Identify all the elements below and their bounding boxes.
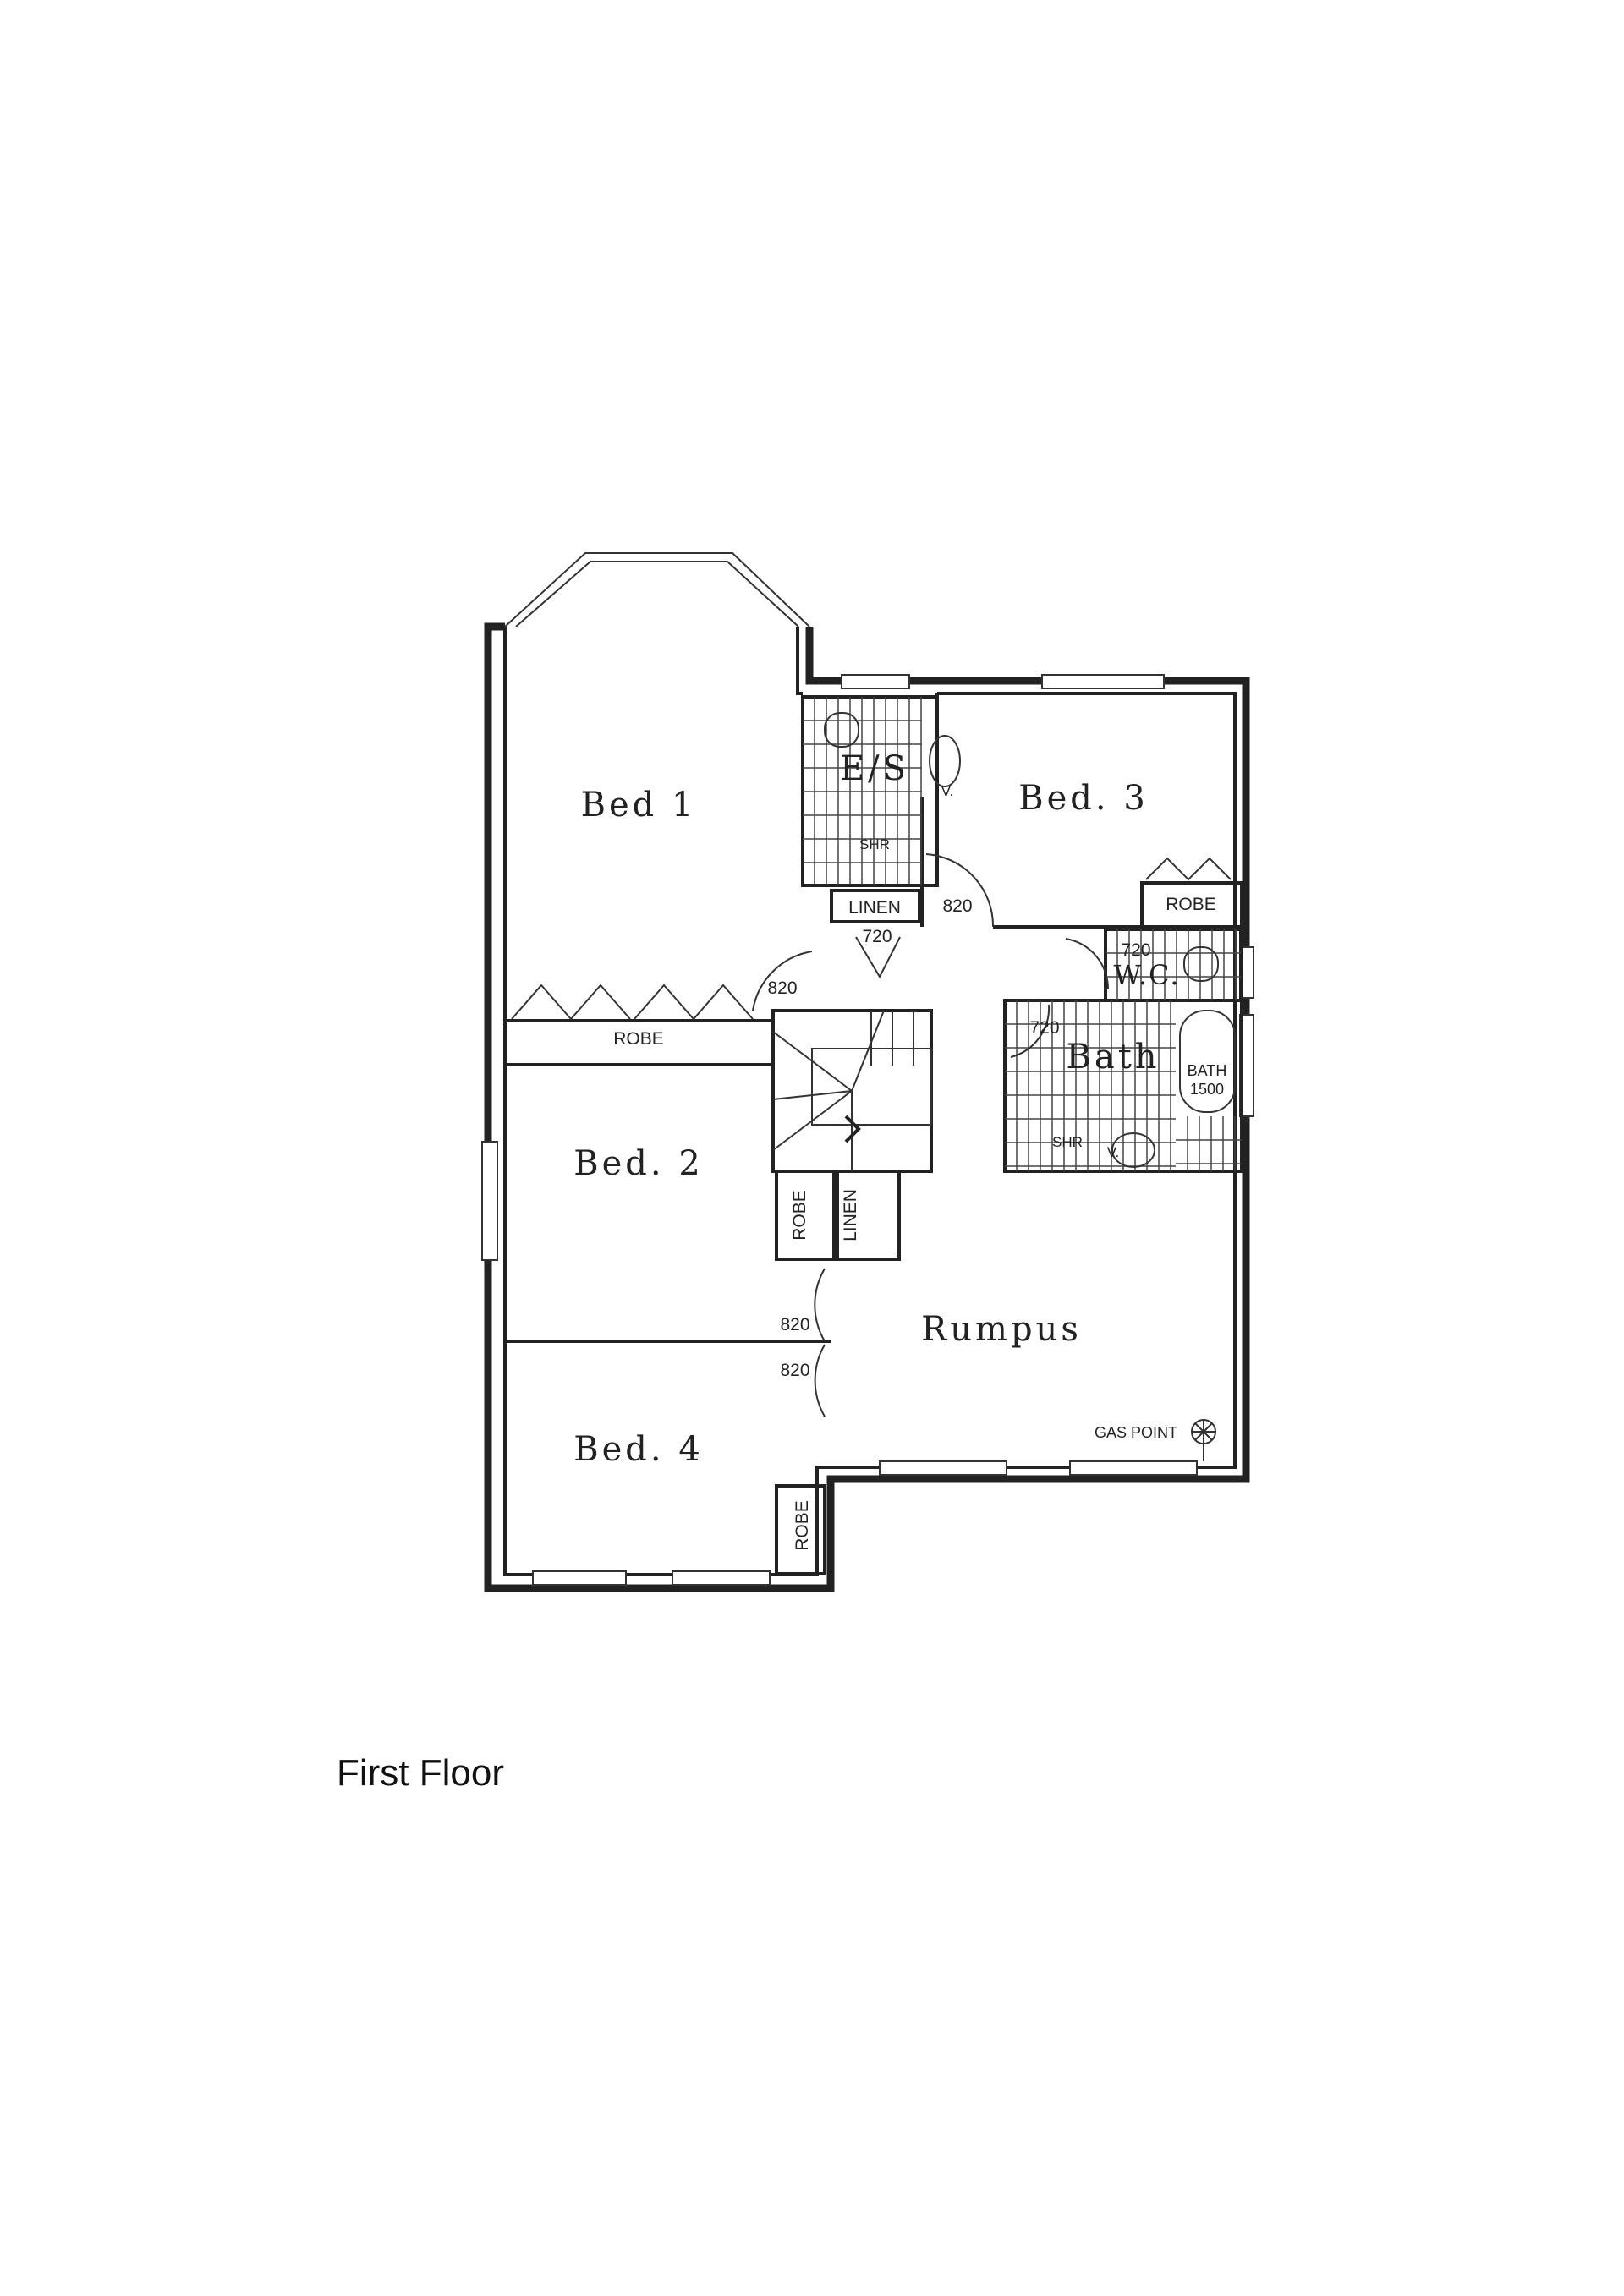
shower-label-bath: SHR [1052,1134,1083,1150]
vanity-label-ensuite: V. [941,783,954,799]
exterior-walls [484,622,1250,1592]
robe-label-bed4: ROBE [793,1500,812,1551]
bathtub-label: BATH [1188,1062,1227,1079]
floor-caption: First Floor [337,1752,504,1794]
linen-label-lower: LINEN [841,1189,860,1241]
tiled-floors [803,697,1242,1171]
ensuite-toilet-icon [824,712,859,748]
door-width-bed4: 820 [780,1361,809,1380]
stair-direction-arrow-icon [844,1115,861,1143]
ensuite-basin-icon [929,735,961,787]
door-width-linen: 720 [862,927,892,946]
bath-basin-icon [1111,1132,1155,1168]
gas-point-icon [1191,1419,1216,1461]
robe-label-bed2: ROBE [790,1190,809,1241]
vanity-label-bath: V. [1107,1144,1120,1160]
room-label-wc: W.C. [1114,959,1181,991]
room-label-bed3: Bed. 3 [1018,779,1149,818]
staircase [772,1010,932,1171]
wc-toilet-icon [1183,946,1219,982]
room-label-bed4: Bed. 4 [573,1430,704,1469]
door-width-wc: 720 [1121,940,1150,960]
linen-label-upper: LINEN [848,898,901,918]
door-width-bath: 720 [1029,1018,1059,1038]
robe-label-bed3: ROBE [1166,895,1216,914]
door-width-bed1: 820 [767,978,797,998]
bay-window [504,552,810,627]
windows [481,674,1254,1586]
room-label-bath: Bath [1066,1038,1160,1077]
room-label-rumpus: Rumpus [921,1310,1082,1349]
door-width-bed3: 820 [942,896,972,916]
room-label-ensuite: E/S [840,749,909,788]
room-label-bed2: Bed. 2 [573,1144,704,1183]
robe-label-bed1: ROBE [613,1029,664,1049]
room-label-bed1: Bed 1 [581,786,697,825]
shower-label-ensuite: SHR [859,836,890,852]
gas-point-label: GAS POINT [1095,1424,1177,1441]
bathtub-icon [1179,1010,1236,1113]
door-width-bed2: 820 [780,1315,809,1334]
door-swings [511,853,1232,1417]
bathtub-size-label: 1500 [1190,1081,1224,1098]
fixtures [824,712,1236,1461]
